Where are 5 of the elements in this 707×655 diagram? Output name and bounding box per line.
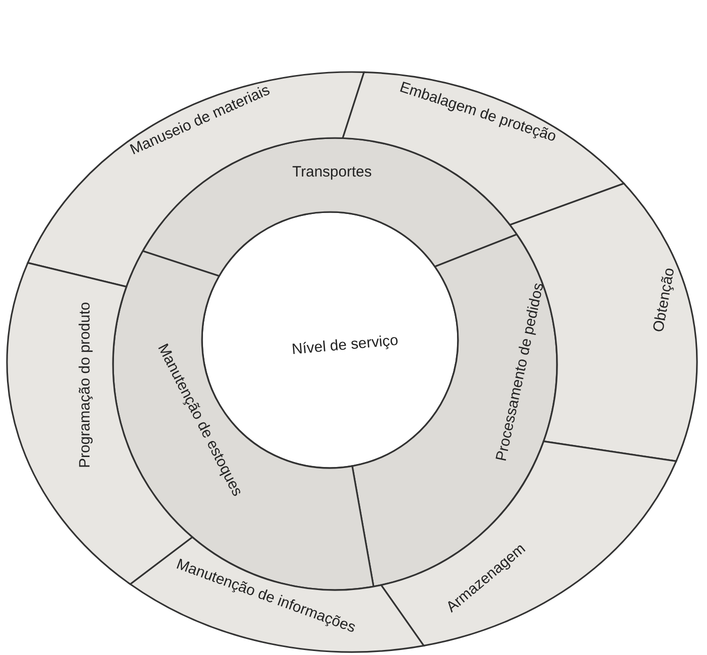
segment-label: Nível de serviço bbox=[291, 332, 399, 358]
segment-label: Obtenção bbox=[650, 266, 678, 334]
segment-label: Transportes bbox=[292, 164, 372, 180]
segment-label: Programação do produto bbox=[76, 302, 94, 468]
ring-segment bbox=[129, 536, 425, 652]
